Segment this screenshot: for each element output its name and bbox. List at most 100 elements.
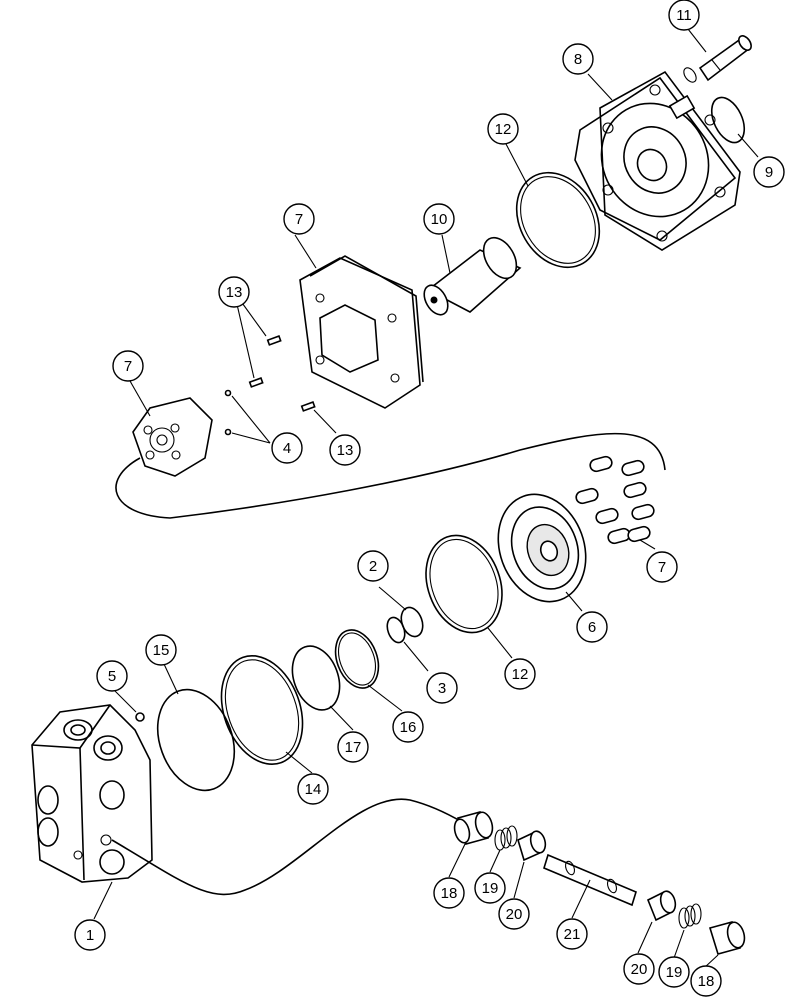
callout-circle	[423, 203, 455, 235]
callout-circle	[112, 350, 144, 382]
callout-number: 16	[400, 719, 417, 736]
small-ring	[386, 616, 406, 644]
callout-19a: 19	[474, 872, 506, 904]
callout-number: 9	[765, 164, 773, 181]
callout-number: 19	[666, 964, 683, 981]
callout-number: 15	[153, 642, 170, 659]
callout-number: 7	[124, 358, 132, 375]
callout-8: 8	[562, 43, 594, 75]
callout-18a: 18	[433, 877, 465, 909]
callout-circle	[646, 551, 678, 583]
rotor-gear	[132, 397, 213, 477]
valve-body	[31, 704, 153, 883]
valve-plate	[497, 493, 587, 603]
callout-14: 14	[297, 773, 329, 805]
callout-circle	[357, 550, 389, 582]
small-ball	[135, 712, 145, 722]
callout-circle	[218, 276, 250, 308]
callout-circle	[96, 660, 128, 692]
callout-circle	[271, 432, 303, 464]
lower-seal-ring	[425, 534, 503, 634]
callout-circle	[297, 773, 329, 805]
callout-4: 4	[271, 432, 303, 464]
callout-7c: 7	[646, 551, 678, 583]
callout-5: 5	[96, 660, 128, 692]
callout-circle	[658, 956, 690, 988]
callout-circle	[474, 872, 506, 904]
grouping-loop	[115, 432, 666, 519]
medium-ring-inner	[337, 632, 377, 686]
check-ball	[224, 428, 232, 436]
callout-circle	[498, 898, 530, 930]
rollers	[575, 455, 655, 545]
callout-12b: 12	[504, 658, 536, 690]
check-ball	[224, 389, 232, 397]
callout-number: 20	[631, 961, 648, 978]
callout-13a: 13	[218, 276, 250, 308]
callout-number: 7	[658, 559, 666, 576]
callout-circle	[556, 918, 588, 950]
small-o-ring	[710, 96, 746, 144]
stator-plate	[299, 255, 424, 409]
callout-circle	[74, 919, 106, 951]
callout-circle	[753, 156, 785, 188]
callout-7a: 7	[283, 203, 315, 235]
callout-11: 11	[668, 0, 700, 31]
leader-lines	[93, 28, 759, 969]
callout-circle	[504, 658, 536, 690]
callout-layer: 1234567778910111212131314151617181819192…	[74, 0, 785, 997]
callout-3: 3	[426, 672, 458, 704]
large-ring	[220, 654, 304, 766]
callout-number: 18	[441, 885, 458, 902]
callout-circle	[487, 113, 519, 145]
callout-number: 5	[108, 668, 116, 685]
callout-number: 4	[283, 440, 291, 457]
callout-number: 6	[588, 619, 596, 636]
callout-number: 13	[337, 442, 354, 459]
callout-circle	[576, 611, 608, 643]
callout-20a: 20	[498, 898, 530, 930]
callout-number: 8	[574, 51, 582, 68]
callout-circle	[145, 634, 177, 666]
callout-circle	[623, 953, 655, 985]
upper-seal-ring	[515, 171, 601, 269]
callout-circle	[690, 965, 722, 997]
callout-circle	[337, 731, 369, 763]
callout-number: 12	[512, 666, 529, 683]
callout-20b: 20	[623, 953, 655, 985]
callout-1: 1	[74, 919, 106, 951]
small-ring	[400, 606, 424, 638]
callout-circle	[426, 672, 458, 704]
callout-number: 2	[369, 558, 377, 575]
callout-number: 12	[495, 121, 512, 138]
callout-circle	[433, 877, 465, 909]
large-o-ring	[156, 688, 236, 792]
callout-number: 13	[226, 284, 243, 301]
callout-number: 18	[698, 973, 715, 990]
spring-upper	[494, 825, 518, 851]
callout-circle	[562, 43, 594, 75]
callout-9: 9	[753, 156, 785, 188]
callout-number: 19	[482, 880, 499, 897]
callout-number: 17	[345, 739, 362, 756]
callout-10: 10	[423, 203, 455, 235]
callout-2: 2	[357, 550, 389, 582]
callout-6: 6	[576, 611, 608, 643]
callout-18b: 18	[690, 965, 722, 997]
thin-ring	[291, 645, 341, 711]
callout-number: 1	[86, 927, 94, 944]
splined-drive-shaft	[423, 236, 522, 316]
callout-number: 7	[295, 211, 303, 228]
callout-number: 21	[564, 926, 581, 943]
callout-circle	[283, 203, 315, 235]
callout-17: 17	[337, 731, 369, 763]
callout-16: 16	[392, 711, 424, 743]
callout-12a: 12	[487, 113, 519, 145]
callout-15: 15	[145, 634, 177, 666]
large-ring-inner	[224, 659, 300, 761]
callout-19b: 19	[658, 956, 690, 988]
callout-circle	[392, 711, 424, 743]
output-shaft	[683, 35, 752, 83]
callout-number: 20	[506, 906, 523, 923]
